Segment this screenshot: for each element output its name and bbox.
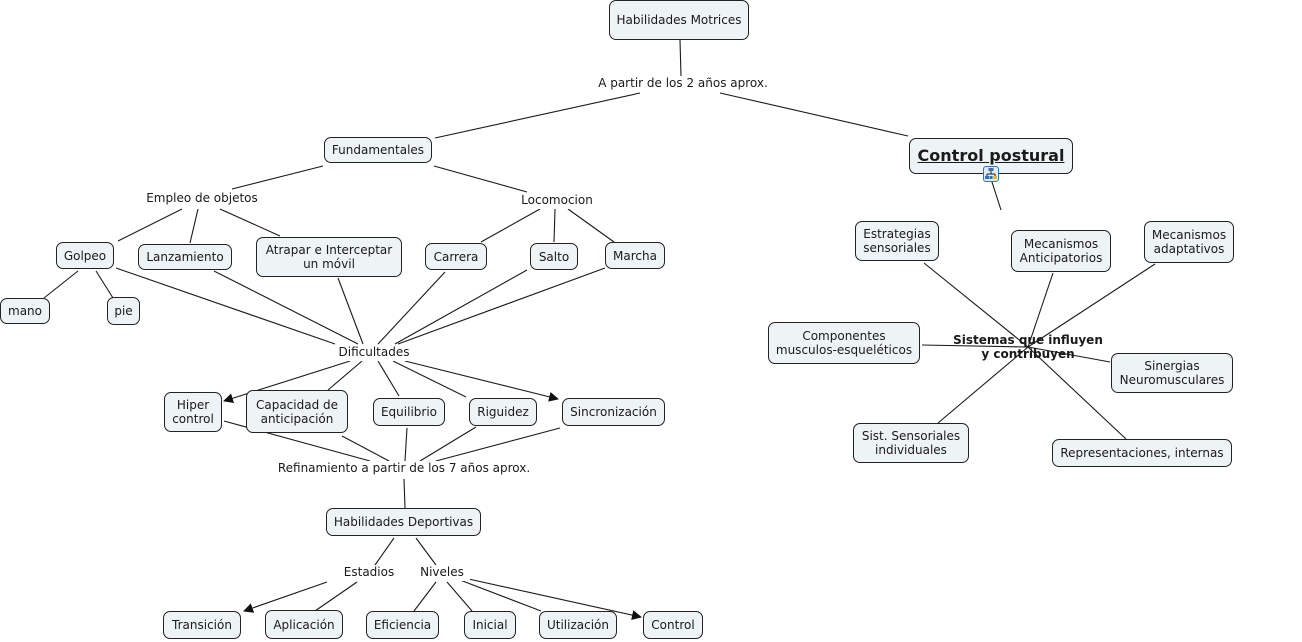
concept-mecanismos-anticipatorios[interactable]: Mecanismos Anticipatorios (1011, 230, 1111, 272)
concept-capacidad-anticipacion[interactable]: Capacidad de anticipación (246, 390, 348, 433)
edge-loco-salto (553, 208, 556, 243)
concept-lanzamiento[interactable]: Lanzamiento (138, 244, 232, 270)
edge-root-age2 (679, 39, 682, 77)
concept-fundamentales[interactable]: Fundamentales (324, 137, 432, 163)
link-sistemas[interactable]: Sistemas que influyen y contribuyen (953, 333, 1103, 361)
concept-atrapar[interactable]: Atrapar e Interceptar un móvil (256, 237, 402, 277)
edge-age2-control (719, 92, 909, 137)
edge-hd-niveles (415, 537, 437, 566)
concept-componentes[interactable]: Componentes musculos-esqueléticos (768, 322, 920, 364)
edge-loco-marcha (567, 208, 615, 243)
edge-marcha-dific (397, 267, 606, 345)
edge-dific-equilibrio (377, 360, 400, 397)
link-estadios[interactable]: Estadios (338, 565, 400, 581)
concept-salto[interactable]: Salto (530, 243, 578, 270)
edge-fund-locomotion (433, 165, 528, 193)
concept-mecanismos-adaptativos[interactable]: Mecanismos adaptativos (1144, 221, 1234, 263)
concept-sinergias[interactable]: Sinergias Neuromusculares (1111, 353, 1233, 393)
link-age2[interactable]: A partir de los 2 años aprox. (592, 76, 774, 92)
submap-hierarchy-icon[interactable] (983, 166, 999, 182)
concept-eficiencia[interactable]: Eficiencia (366, 611, 439, 639)
concept-habilidades-deportivas[interactable]: Habilidades Deportivas (326, 508, 481, 536)
concept-pie[interactable]: pie (107, 297, 140, 325)
edge-loco-carrera (480, 208, 541, 243)
edge-equi-ref (404, 427, 408, 462)
concept-equilibrio[interactable]: Equilibrio (373, 398, 445, 426)
edge-niv-utilizacion (459, 579, 542, 612)
link-refinamiento[interactable]: Refinamiento a partir de los 7 años apro… (271, 461, 537, 477)
edge-sinc-ref (435, 427, 561, 462)
edge-ref-hd (403, 478, 406, 509)
concept-sincronizacion[interactable]: Sincronización (562, 398, 665, 426)
concept-golpeo[interactable]: Golpeo (56, 242, 114, 269)
edge-rig-ref (419, 426, 477, 462)
concept-aplicacion[interactable]: Aplicación (265, 610, 343, 639)
edge-dific-capacidad (327, 360, 363, 391)
concept-utilizacion[interactable]: Utilización (539, 611, 617, 639)
edge-salto-dific (394, 269, 528, 345)
edge-objects-lanz (189, 208, 199, 244)
concept-riguidez[interactable]: Riguidez (469, 398, 537, 426)
concept-mano[interactable]: mano (0, 298, 50, 324)
link-locomocion[interactable]: Locomocion (515, 193, 599, 209)
edge-hd-estadios (374, 537, 395, 566)
concept-habilidades-motrices[interactable]: Habilidades Motrices (609, 0, 749, 40)
edge-atrapar-dific (337, 277, 364, 345)
edge-cap-ref (341, 435, 390, 462)
concept-sist-sensoriales[interactable]: Sist. Sensoriales individuales (853, 423, 969, 463)
edge-golpeo-dific (115, 267, 336, 345)
concept-transicion[interactable]: Transición (163, 611, 241, 639)
edge-est-aplicacion (314, 581, 358, 612)
concept-inicial[interactable]: Inicial (464, 611, 516, 639)
concept-hiper-control[interactable]: Hiper control (164, 392, 222, 432)
concept-marcha[interactable]: Marcha (605, 242, 665, 269)
edge-objects-golpeo (117, 208, 183, 242)
edge-fund-objects (231, 165, 324, 190)
edge-objects-atrapar (219, 208, 281, 237)
link-niveles[interactable]: Niveles (414, 565, 470, 581)
concept-carrera[interactable]: Carrera (425, 243, 487, 270)
link-dificultades[interactable]: Dificultades (333, 345, 415, 361)
edge-est-transicion (243, 581, 328, 613)
edge-golpeo-mano (43, 270, 79, 299)
edge-dific-riguidez (392, 360, 467, 398)
concept-control[interactable]: Control (643, 611, 703, 639)
edge-golpeo-pie (95, 270, 114, 299)
edge-control-systems (991, 181, 1002, 211)
concept-representaciones[interactable]: Representaciones, internas (1052, 439, 1232, 467)
edge-niv-eficiencia (413, 581, 437, 612)
edge-age2-fundamentales (434, 92, 641, 139)
edge-niv-inicial (446, 581, 473, 612)
hierarchy-glyph-icon (985, 168, 997, 179)
edge-carrera-dific (377, 271, 446, 345)
link-empleo-objetos[interactable]: Empleo de objetos (140, 191, 264, 207)
concept-estrategias-sensoriales[interactable]: Estrategias sensoriales (855, 221, 939, 261)
edge-lanz-dific (213, 270, 359, 345)
edge-dific-sincro (404, 360, 559, 402)
